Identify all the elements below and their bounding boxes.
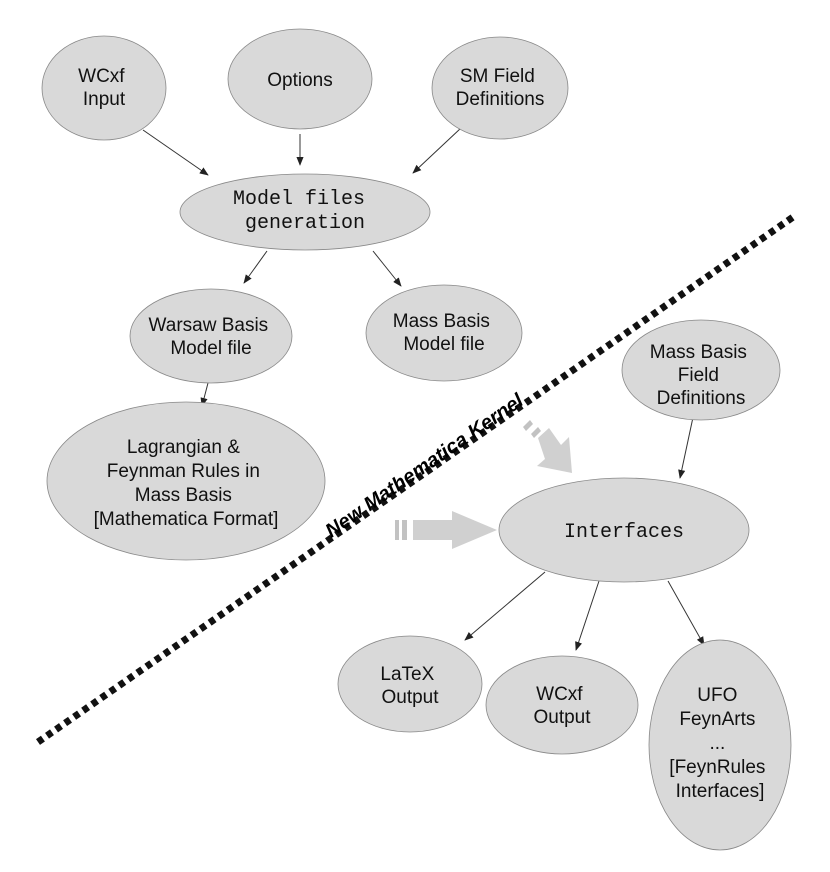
edge-interfaces-to-wcxf-output: [575, 580, 600, 651]
node-warsaw-basis-model-file: Warsaw Basis Model file: [129, 288, 293, 384]
svg-text:WCxf Output: WCxf Output: [533, 684, 591, 728]
svg-text:Mass Basis Model file: Mass Basis Model file: [393, 311, 495, 355]
node-lagrangian-feynman-rules: Lagrangian & Feynman Rules in Mass Basis…: [46, 401, 326, 561]
node-wcxf-input: WCxf Input: [41, 35, 167, 141]
node-sm-field-definitions: SM Field Definitions: [431, 36, 569, 140]
node-mass-basis-field-definitions: Mass Basis Field Definitions: [621, 319, 781, 421]
big-arrow-down: [523, 420, 572, 473]
svg-text:LaTeX Output: LaTeX Output: [380, 664, 439, 708]
big-arrow-right: [395, 511, 497, 549]
edge-model-files-to-warsaw: [243, 250, 268, 284]
edge-model-files-to-mass-basis: [372, 250, 402, 287]
edge-interfaces-to-ufo: [667, 580, 705, 646]
svg-text:Interfaces: Interfaces: [564, 521, 684, 544]
svg-text:UFO FeynArts ...: UFO FeynArts ... [FeynRules Interfaces]: [669, 685, 770, 802]
node-latex-output: LaTeX Output: [337, 635, 483, 733]
kernel-divider-label: New Mathematica Kernel: [322, 390, 528, 543]
svg-text:Lagrangian & Feynman Rul: Lagrangian & Feynman Rules in Mass Basis…: [94, 437, 279, 530]
node-wcxf-output: WCxf Output: [485, 655, 639, 755]
edge-wcxf-input-to-model-files: [142, 129, 209, 176]
edge-warsaw-to-lagrangian: [200, 382, 209, 407]
svg-text:Mass Basis Field D: Mass Basis Field Definitions: [650, 342, 752, 409]
svg-text:Model files generation: Model files generation: [233, 188, 377, 235]
edge-interfaces-to-latex: [464, 571, 546, 641]
node-interfaces: Interfaces: [498, 477, 750, 583]
svg-text:Warsaw Basis Model file: Warsaw Basis Model file: [149, 315, 274, 359]
svg-text:SM Field Definitions: SM Field Definitions: [456, 66, 545, 110]
svg-text:Options: Options: [267, 70, 332, 91]
node-model-files-generation: Model files generation: [179, 173, 431, 251]
svg-text:WCxf Input: WCxf Input: [78, 66, 130, 110]
edge-sm-field-to-model-files: [412, 127, 462, 174]
node-mass-basis-model-file: Mass Basis Model file: [365, 284, 523, 382]
node-ufo-feynarts: UFO FeynArts ... [FeynRules Interfaces]: [648, 639, 792, 851]
node-options: Options: [227, 28, 373, 130]
